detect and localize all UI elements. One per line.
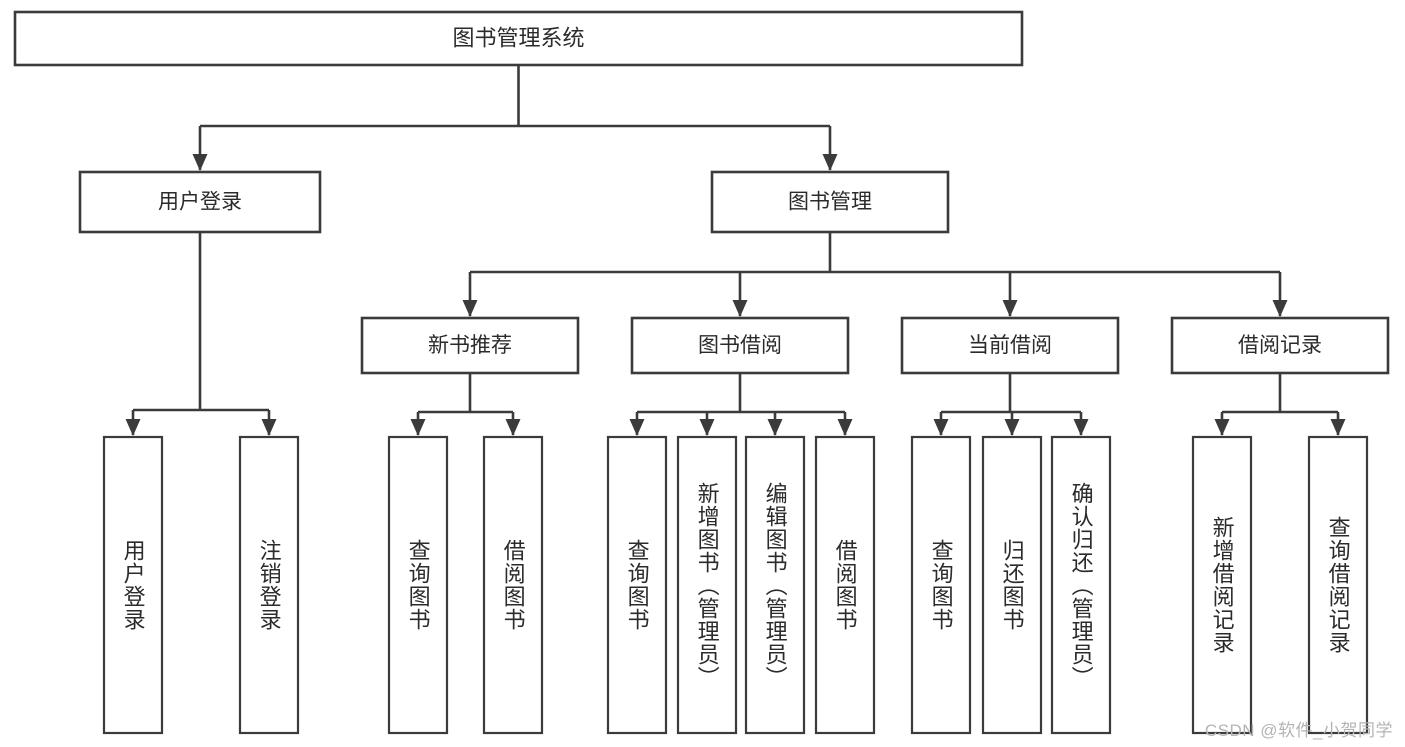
node-leaf-leaf-edit-book[interactable] [744,435,806,735]
node-l3-new-book-rec[interactable]: 新书推荐 [360,316,580,375]
arrow-head-icon-book-manage [822,154,838,171]
arrow-head-icon-leaf-query-book-bor [629,419,645,436]
node-leaf-leaf-query-book-bor[interactable] [606,435,668,735]
arrow-head-icon-leaf-query-book-rec [410,419,426,436]
node-l3-book-borrow[interactable]: 图书借阅 [630,316,850,375]
node-l3-book-borrow-rect [630,316,850,375]
arrow-head-icon-leaf-user-login [125,419,141,436]
node-leaf-leaf-confirm-return[interactable] [1050,435,1112,735]
node-l3-borrow-record-rect [1170,316,1390,375]
arrow-head-icon-leaf-edit-book [767,419,783,436]
node-l3-borrow-record-label: 借阅记录 [1238,334,1322,357]
arrow-head-icon-user-login [192,154,208,171]
node-l3-new-book-rec-label: 新书推荐 [428,334,512,357]
node-leaf-leaf-query-record[interactable] [1307,435,1369,735]
arrow-head-icon-leaf-borrow-book-bor [837,419,853,436]
node-l3-new-book-rec-rect [360,316,580,375]
connector-lines [125,65,1346,436]
node-leaf-leaf-logout[interactable] [238,435,300,735]
arrow-head-icon-leaf-query-record [1330,419,1346,436]
arrow-head-icon-book-borrow [732,300,748,317]
node-l2-book-manage[interactable]: 图书管理 [710,170,950,234]
node-root-图书管理系统-label: 图书管理系统 [452,25,584,50]
node-root-图书管理系统-rect [13,10,1024,67]
node-l2-book-manage-rect [710,170,950,234]
arrow-head-icon-leaf-add-record [1214,419,1230,436]
arrow-head-icon-new-book-rec [462,300,478,317]
node-leaf-leaf-user-login[interactable] [102,435,164,735]
node-l2-book-manage-label: 图书管理 [788,191,872,214]
node-l3-borrow-record[interactable]: 借阅记录 [1170,316,1390,375]
node-leaf-leaf-query-book-rec[interactable] [387,435,449,735]
arrow-head-icon-leaf-add-book [699,419,715,436]
node-root-图书管理系统[interactable]: 图书管理系统 [13,10,1024,67]
node-l2-user-login-label: 用户登录 [158,191,242,214]
node-leaf-leaf-query-book-cur[interactable] [910,435,972,735]
arrow-head-icon-leaf-return-book [1004,419,1020,436]
arrow-head-icon-borrow-record [1272,300,1288,317]
arrow-head-icon-leaf-logout [261,419,277,436]
node-l3-book-borrow-label: 图书借阅 [698,334,782,357]
node-l3-current-borrow-rect [900,316,1120,375]
node-leaf-leaf-add-book[interactable] [676,435,738,735]
node-leaf-leaf-return-book[interactable] [981,435,1043,735]
arrow-head-icon-leaf-query-book-cur [933,419,949,436]
node-leaf-leaf-add-record[interactable] [1191,435,1253,735]
arrow-head-icon-current-borrow [1002,300,1018,317]
node-leaf-leaf-borrow-book-bor[interactable] [814,435,876,735]
arrow-head-icon-leaf-confirm-return [1073,419,1089,436]
node-l2-user-login-rect [78,170,322,234]
node-l3-current-borrow[interactable]: 当前借阅 [900,316,1120,375]
node-l2-user-login[interactable]: 用户登录 [78,170,322,234]
arrow-head-icon-leaf-borrow-book-rec [505,419,521,436]
node-l3-current-borrow-label: 当前借阅 [968,334,1052,357]
node-leaf-leaf-borrow-book-rec[interactable] [482,435,544,735]
